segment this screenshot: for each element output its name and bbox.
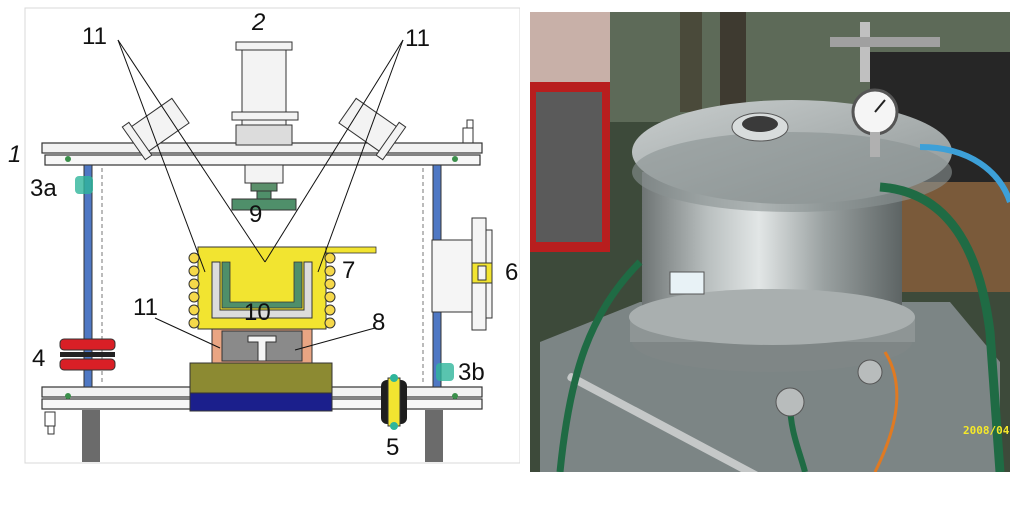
leg-right bbox=[425, 410, 443, 462]
photo-timestamp: 2008/04 bbox=[963, 424, 1010, 437]
diagram-frame bbox=[24, 7, 520, 464]
label-7: 7 bbox=[342, 257, 355, 284]
seal-ring-4 bbox=[59, 338, 116, 371]
chamber-wall-left bbox=[83, 164, 93, 388]
base-olive bbox=[189, 362, 333, 394]
window-port-6 bbox=[431, 239, 473, 313]
top-flange bbox=[44, 154, 481, 166]
top-cylinder-cap bbox=[235, 41, 293, 51]
chamber-photo: 2008/04 bbox=[530, 12, 1010, 472]
port-3a bbox=[75, 176, 93, 194]
port-3b bbox=[436, 363, 454, 381]
label-2: 2 bbox=[251, 9, 265, 36]
chamber-schematic: 11 2 11 1 3a 9 7 6 11 10 8 4 3b 5 bbox=[8, 7, 520, 464]
base-blue bbox=[189, 392, 333, 412]
sample-holder-9 bbox=[231, 198, 297, 211]
label-3b: 3b bbox=[458, 359, 485, 386]
leader-lines bbox=[117, 39, 404, 351]
label-4: 4 bbox=[32, 345, 45, 372]
label-11-left: 11 bbox=[82, 23, 107, 50]
leg-left bbox=[82, 410, 100, 462]
label-1: 1 bbox=[8, 141, 21, 168]
label-11-mid: 11 bbox=[133, 294, 158, 321]
label-5: 5 bbox=[386, 434, 399, 461]
label-11-right: 11 bbox=[405, 25, 430, 52]
induction-coil-left bbox=[188, 252, 200, 329]
induction-coil-right bbox=[324, 252, 336, 329]
port-left bbox=[121, 97, 190, 161]
port-5 bbox=[381, 374, 407, 430]
label-9: 9 bbox=[249, 201, 262, 228]
label-6: 6 bbox=[505, 259, 518, 286]
label-8: 8 bbox=[372, 309, 385, 336]
label-3a: 3a bbox=[30, 175, 57, 202]
label-10: 10 bbox=[244, 299, 271, 326]
